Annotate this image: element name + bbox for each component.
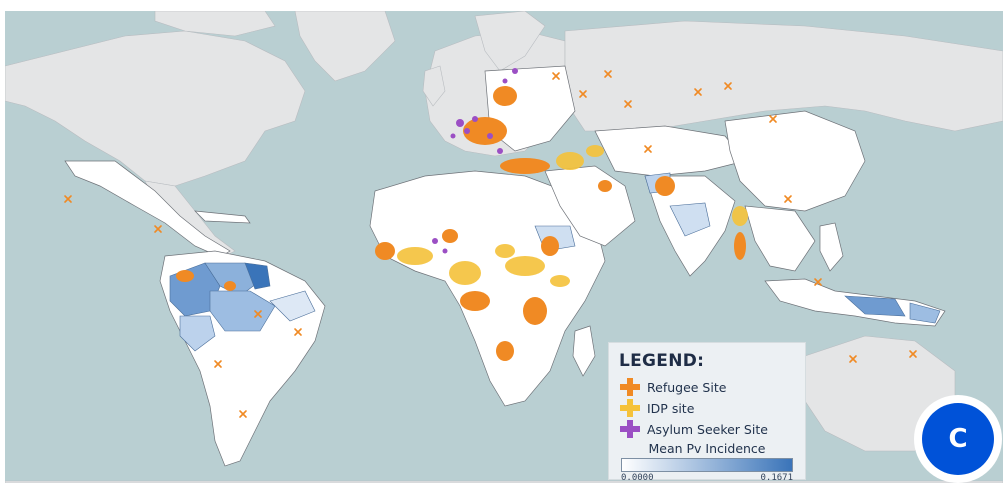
landmass-uk [422,65,446,107]
incidence-brazil-north [209,290,276,332]
region-caribbean [194,210,251,224]
ramp-max-label: 0.1671 [760,473,793,483]
legend-item-idp: IDP site [619,398,795,418]
region-china [724,110,866,212]
legend-label-refugee: Refugee Site [647,379,727,395]
legend-item-asylum: Asylum Seeker Site [619,419,795,439]
incidence-venezuela [204,262,261,297]
incidence-indonesia [844,295,906,317]
color-ramp-labels: 0.0000 0.1671 [621,473,793,483]
ramp-min-label: 0.0000 [621,473,654,483]
legend-label-idp: IDP site [647,400,695,416]
refugee-plus-icon [619,378,641,396]
panel-letter: C [922,403,994,475]
idp-sites [397,145,748,287]
map-legend: LEGEND: Refugee Site IDP site Asylum See… [608,342,806,483]
world-map[interactable] [5,11,1003,483]
color-ramp-bar [621,458,793,472]
asylum-sites [432,68,518,254]
incidence-guyana [244,262,271,290]
legend-item-refugee: Refugee Site [619,377,795,397]
region-se-asia [744,205,816,272]
idp-plus-icon [619,399,641,417]
color-ramp-title: Mean Pv Incidence [648,441,766,456]
landmass-north-america [5,30,306,187]
legend-title: LEGEND: [619,351,705,371]
panel-badge: C [914,395,1002,483]
landmass-antarctica [5,480,1003,483]
incidence-peru [179,315,216,352]
land-layer [5,11,1003,483]
asylum-plus-icon [619,420,641,438]
incidence-india [669,202,711,237]
landmass-greenland [294,11,396,82]
region-philippines [819,222,844,272]
incidence-brazil-east [269,290,316,322]
map-canvas [5,11,1003,483]
refugee-markers [64,70,917,418]
incidence-png [909,302,941,324]
region-central-asia [594,125,746,177]
legend-label-asylum: Asylum Seeker Site [647,421,768,437]
region-madagascar [572,325,596,377]
region-arabia [544,165,636,247]
refugee-sites [176,86,746,361]
landmass-scandinavia [474,11,546,72]
landmass-arctic-islands [154,11,276,37]
